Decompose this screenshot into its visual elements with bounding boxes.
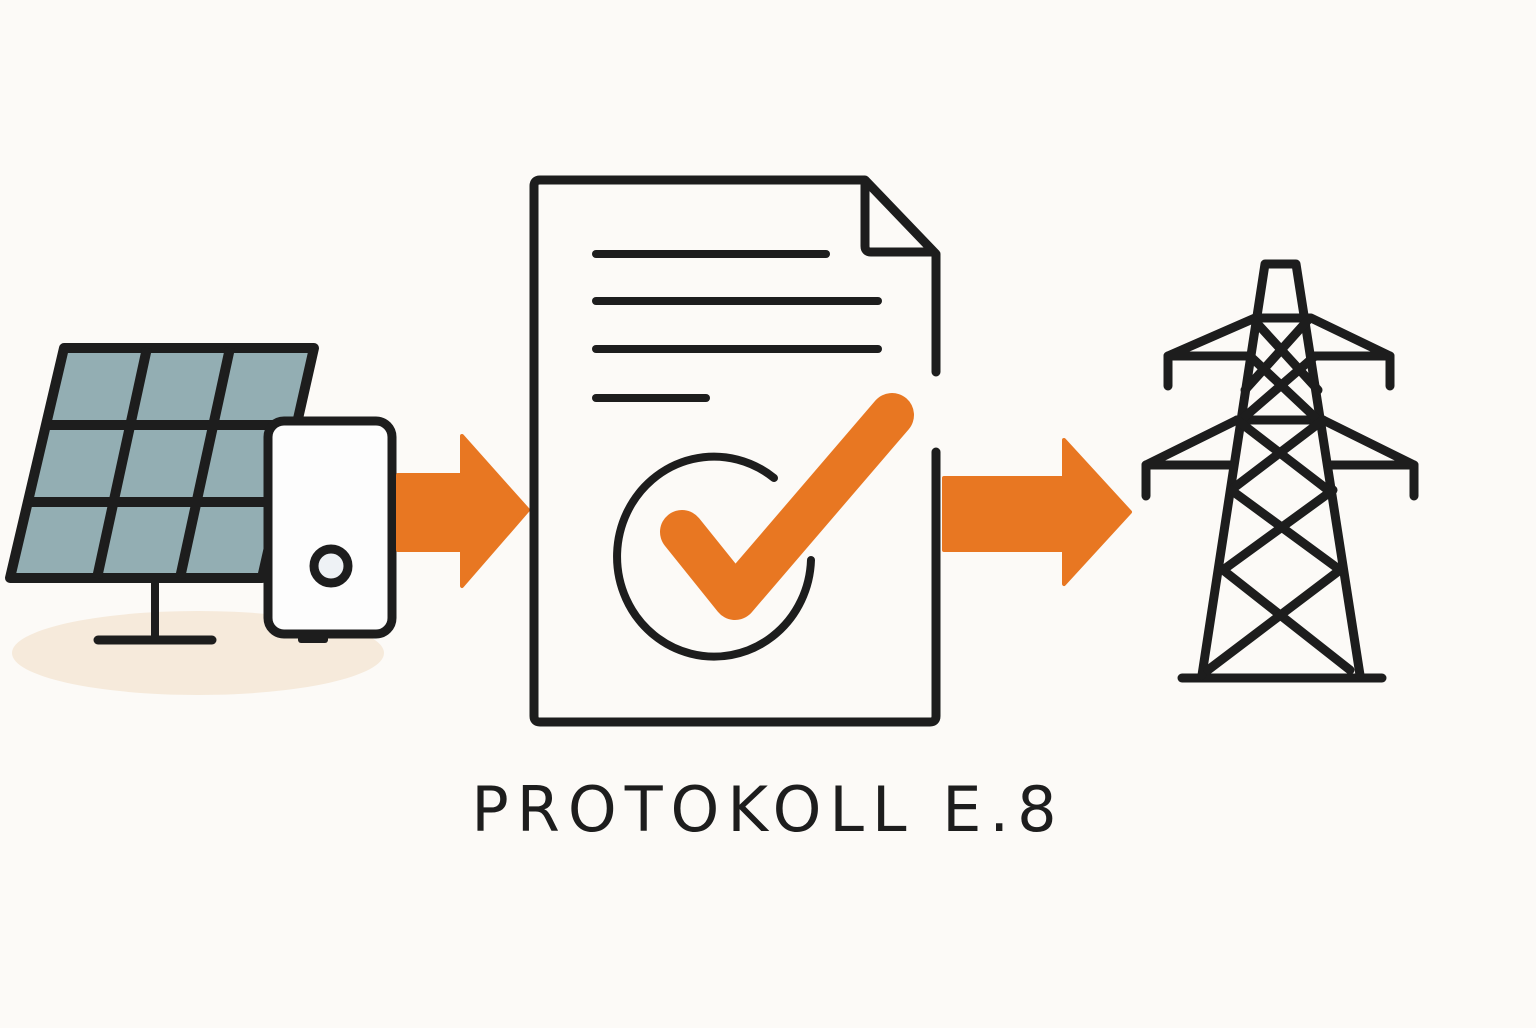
solar-panel-icon bbox=[5, 343, 397, 695]
arrow-right-icon bbox=[396, 434, 530, 588]
diagram-caption: PROTOKOLL E.8 bbox=[471, 773, 1065, 846]
arrow-right-icon bbox=[942, 438, 1132, 586]
power-tower-icon bbox=[1141, 259, 1419, 683]
document-check-icon bbox=[529, 175, 941, 727]
